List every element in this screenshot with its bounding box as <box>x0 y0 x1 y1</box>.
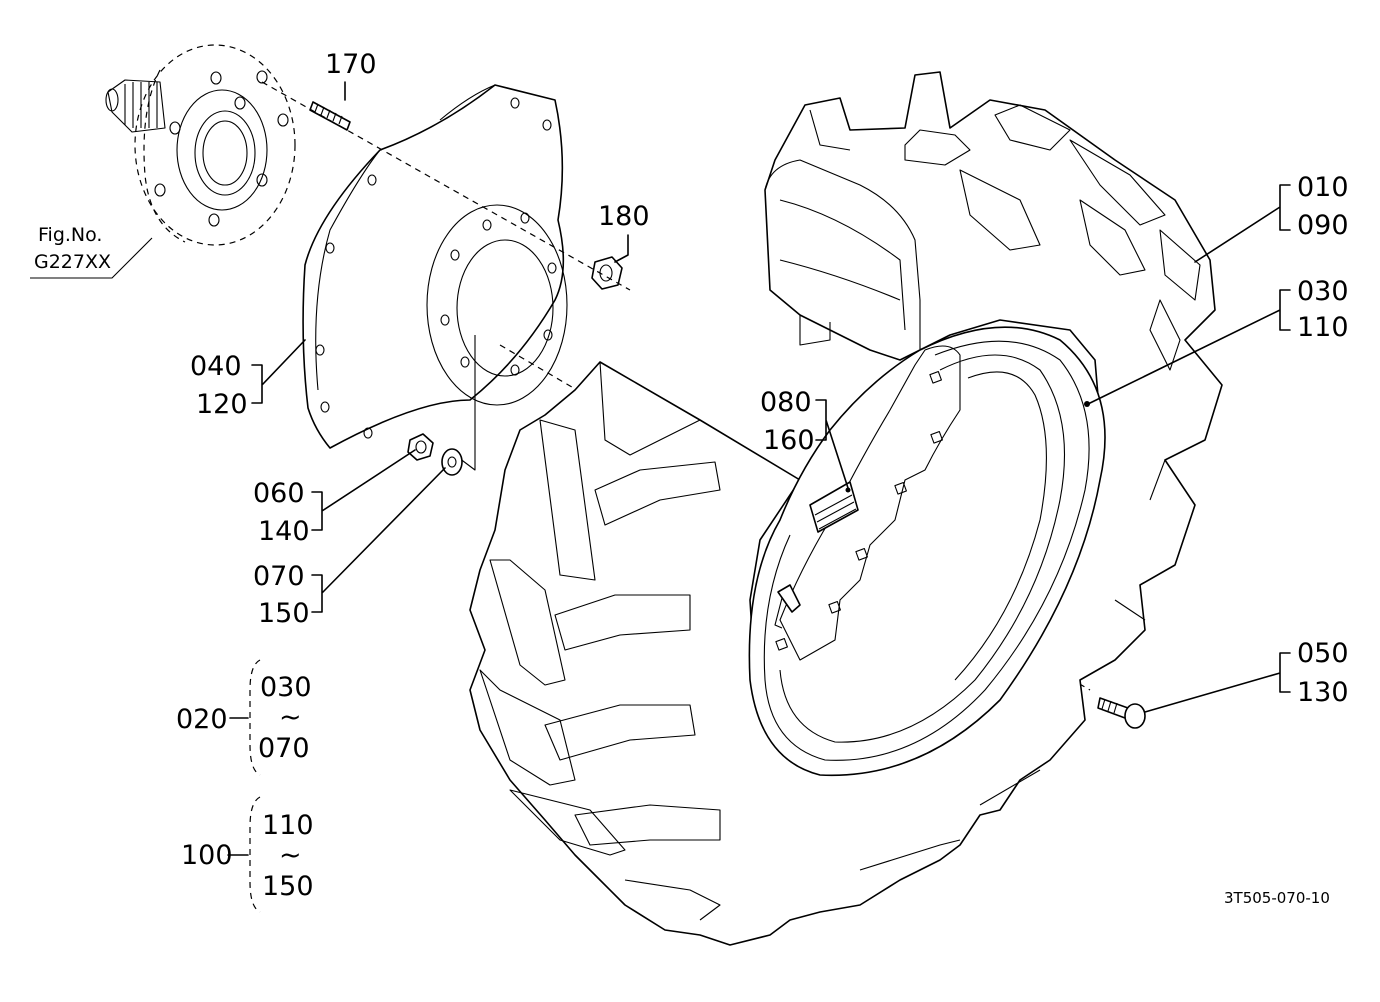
assembly-100-from: 110 <box>262 810 314 841</box>
callout-010: 010 <box>1297 172 1349 203</box>
callout-140: 140 <box>258 516 310 547</box>
nut-and-washer <box>407 433 463 476</box>
warning-label <box>809 481 859 533</box>
assembly-020-to: 070 <box>258 733 310 764</box>
callout-040: 040 <box>190 351 242 382</box>
leader-fig-ref <box>30 237 153 279</box>
rim-bolt <box>1097 697 1146 729</box>
callout-050: 050 <box>1297 638 1349 669</box>
callout-070: 070 <box>253 561 305 592</box>
callout-080: 080 <box>760 387 812 418</box>
fig-number: G227XX <box>34 251 111 273</box>
wheel-rim <box>748 326 1106 777</box>
assembly-100-tilde: ~ <box>279 840 302 871</box>
axle-flange <box>105 44 296 246</box>
callout-090: 090 <box>1297 210 1349 241</box>
wheel-disc <box>302 84 568 471</box>
drawing-code: 3T505-070-10 <box>1224 889 1330 907</box>
callout-170: 170 <box>325 49 377 80</box>
tire <box>469 71 1223 946</box>
callout-160: 160 <box>763 425 815 456</box>
axis-line-upper <box>261 81 631 291</box>
callout-120: 120 <box>196 389 248 420</box>
assembly-020-from: 030 <box>260 672 312 703</box>
hex-nut <box>591 256 623 290</box>
leader-lines <box>227 81 1291 913</box>
callout-130: 130 <box>1297 677 1349 708</box>
fig-no-label: Fig.No. <box>38 224 102 246</box>
callout-030: 030 <box>1297 276 1349 307</box>
callout-110: 110 <box>1297 312 1349 343</box>
assembly-100-id: 100 <box>181 840 233 871</box>
assembly-020-tilde: ~ <box>279 702 302 733</box>
assembly-020-id: 020 <box>176 704 228 735</box>
callout-180: 180 <box>598 201 650 232</box>
callout-150: 150 <box>258 598 310 629</box>
assembly-100-to: 150 <box>262 871 314 902</box>
stud-bolt <box>309 101 351 131</box>
callout-060: 060 <box>253 478 305 509</box>
